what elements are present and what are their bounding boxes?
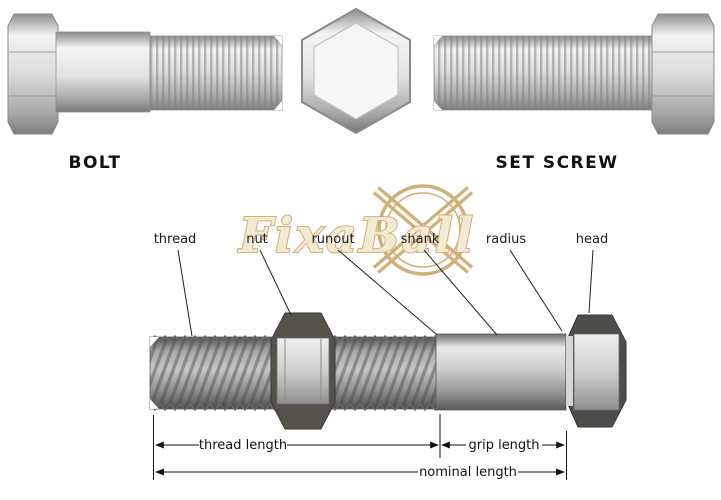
thread-length-label: thread length <box>199 438 287 453</box>
watermark-x-core-2 <box>374 188 472 272</box>
callout-head: head <box>576 232 608 247</box>
callout-shank: shank <box>401 232 440 247</box>
set-screw-tip-chamfer-top <box>434 36 442 45</box>
hex-face <box>313 22 399 120</box>
callout-labels: thread nut runout shank radius head <box>154 232 609 247</box>
set-screw-head <box>651 13 715 135</box>
hex-head-end-view <box>301 7 411 135</box>
bolt-thread-texture <box>150 36 282 110</box>
bolt-shank <box>55 31 151 113</box>
head-washer-face <box>566 336 573 406</box>
nominal-length-label: nominal length <box>419 465 517 480</box>
leader-nut <box>259 249 292 316</box>
main-tip-chamfer-top <box>150 337 159 347</box>
main-shank <box>435 333 567 411</box>
grip-length-label: grip length <box>468 438 539 453</box>
head-face <box>573 333 620 411</box>
watermark-circle-outer <box>377 184 469 276</box>
bolt-caption: BOLT <box>68 153 121 173</box>
callout-runout: runout <box>311 232 354 247</box>
main-tip-chamfer-bottom <box>150 399 159 409</box>
set-screw-thread-texture <box>434 36 652 110</box>
callout-nut: nut <box>246 232 268 247</box>
leader-shank <box>423 249 498 336</box>
bolt-illustration <box>7 13 283 135</box>
leader-runout <box>337 249 437 335</box>
nut-face <box>276 337 330 405</box>
fixaball-watermark: FixaBall <box>236 184 475 276</box>
bolt-head <box>7 13 59 135</box>
bolt-tip-chamfer-bottom <box>274 101 282 110</box>
set-screw-illustration <box>433 13 715 135</box>
watermark-circle-inner <box>385 192 461 268</box>
leader-radius <box>509 249 563 332</box>
set-screw-caption: SET SCREW <box>495 153 618 173</box>
watermark-text: FixaBall <box>237 208 475 264</box>
callout-leaders <box>177 249 594 337</box>
leader-thread <box>177 249 193 337</box>
labeled-bolt <box>149 312 627 430</box>
callout-thread: thread <box>154 232 197 247</box>
leader-head <box>588 249 594 314</box>
bolt-tip-chamfer-top <box>274 36 282 45</box>
set-screw-tip-chamfer-bottom <box>434 101 442 110</box>
callout-radius: radius <box>486 232 526 247</box>
dimension-lines: thread length grip length nominal length <box>153 414 567 480</box>
